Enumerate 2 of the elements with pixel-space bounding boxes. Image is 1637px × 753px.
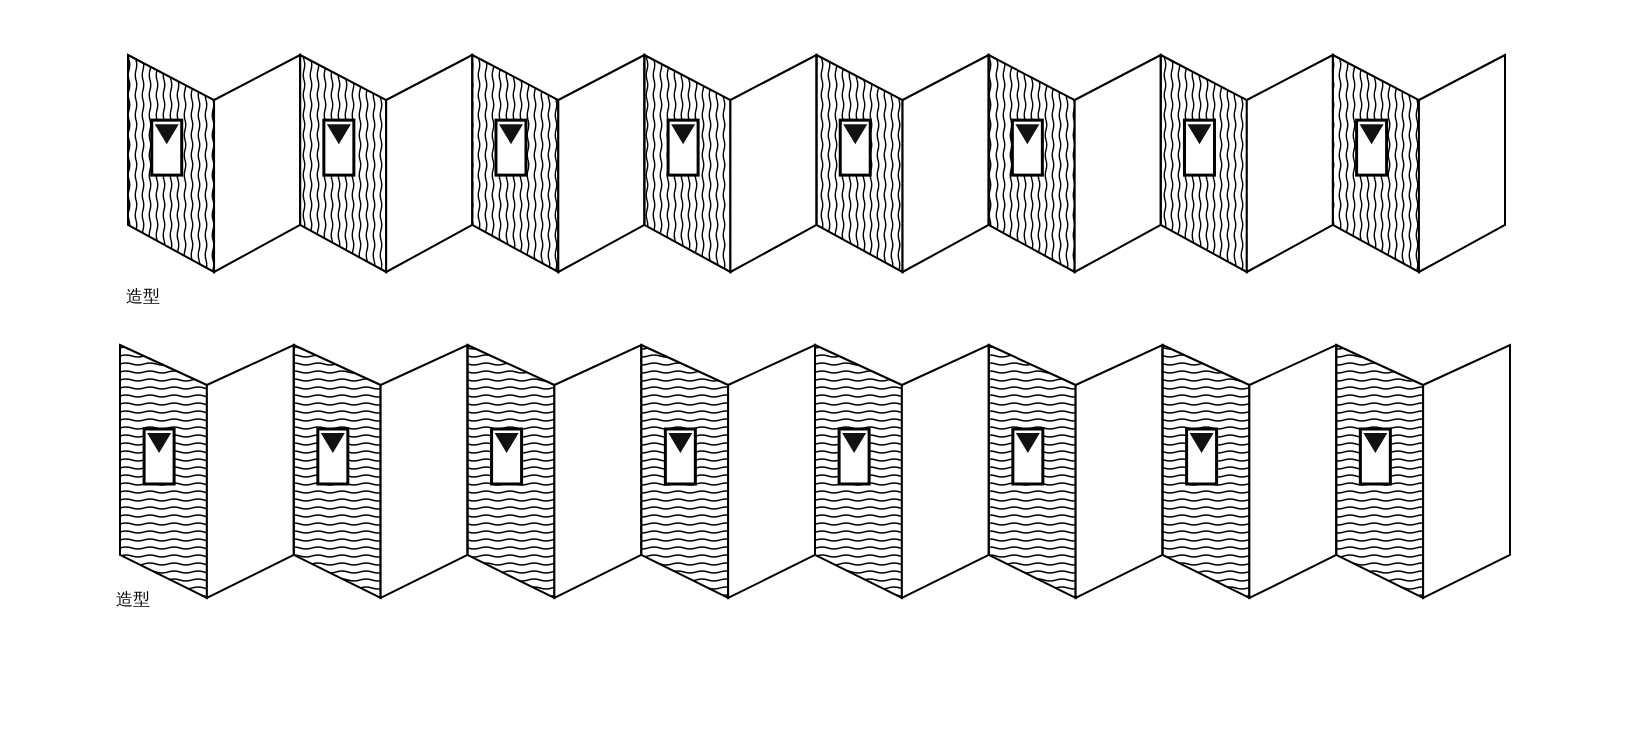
- section-label: 造型: [116, 588, 150, 611]
- section-label: 造型: [126, 285, 160, 308]
